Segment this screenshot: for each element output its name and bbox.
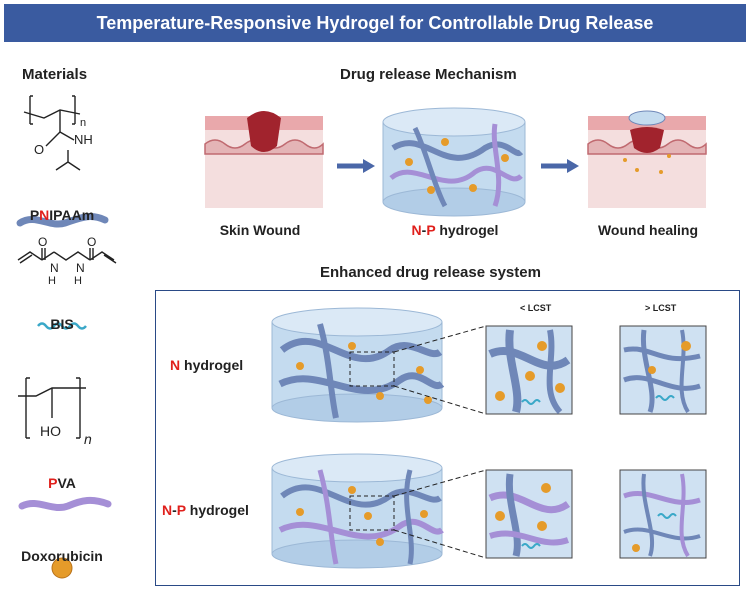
bis-o1: O — [38, 235, 47, 249]
pnipaam-nh: NH — [74, 132, 93, 147]
np-hydrogel-cylinder — [271, 453, 444, 569]
page-title: Temperature-Responsive Hydrogel for Cont… — [96, 12, 654, 33]
wound-healing-label: Wound healing — [597, 222, 699, 238]
mechanism-illustration — [204, 107, 707, 217]
wound-healing-illustration — [587, 110, 707, 208]
enhanced-heading: Enhanced drug release system — [320, 264, 541, 281]
title-bar: Temperature-Responsive Hydrogel for Cont… — [4, 4, 746, 42]
doxorubicin-icon — [51, 557, 73, 579]
enhanced-system-illustration — [271, 307, 707, 569]
above-lcst-label: > LCST — [645, 303, 677, 313]
pnipaam-o: O — [34, 142, 44, 157]
bis-chain-icon — [37, 322, 87, 330]
np-hydrogel-system-label: N-P hydrogel — [162, 502, 249, 518]
skin-wound-illustration — [204, 111, 324, 208]
bis-n1: N — [50, 261, 59, 275]
enhanced-system-panel — [155, 290, 740, 586]
pva-subscript: n — [84, 431, 92, 447]
pnipaam-chain-icon — [16, 213, 109, 228]
bis-structure — [17, 248, 117, 264]
bis-h1: H — [48, 275, 56, 287]
n-hydrogel-label: N hydrogel — [170, 357, 244, 373]
mechanism-heading: Drug release Mechanism — [340, 66, 517, 83]
bis-n2: N — [76, 261, 85, 275]
pnipaam-subscript: n — [80, 117, 86, 129]
pva-chain-icon — [18, 496, 112, 511]
n-hydrogel-cylinder — [271, 307, 445, 423]
pva-label: PVA — [48, 475, 76, 491]
pva-structure — [18, 377, 86, 439]
bis-label: BIS — [50, 316, 74, 332]
bis-h2: H — [74, 275, 82, 287]
below-lcst-label: < LCST — [520, 303, 552, 313]
materials-structures: n O NH O O N H N H HO n — [16, 95, 117, 579]
bis-o2: O — [87, 235, 96, 249]
doxorubicin-label: Doxorubicin — [21, 548, 103, 564]
np-hydrogel-illustration — [382, 107, 526, 217]
pnipaam-label: PNIPAAm — [29, 207, 95, 223]
n-below-lcst-zoom — [485, 325, 573, 415]
pva-ho: HO — [40, 423, 61, 439]
skin-wound-label: Skin Wound — [219, 222, 301, 238]
materials-heading: Materials — [22, 66, 88, 83]
np-below-lcst-zoom — [485, 469, 573, 559]
np-hydrogel-label: N-P hydrogel — [411, 222, 499, 238]
np-above-lcst-zoom — [619, 469, 707, 559]
n-above-lcst-zoom — [619, 325, 707, 415]
pnipaam-structure — [23, 95, 81, 171]
